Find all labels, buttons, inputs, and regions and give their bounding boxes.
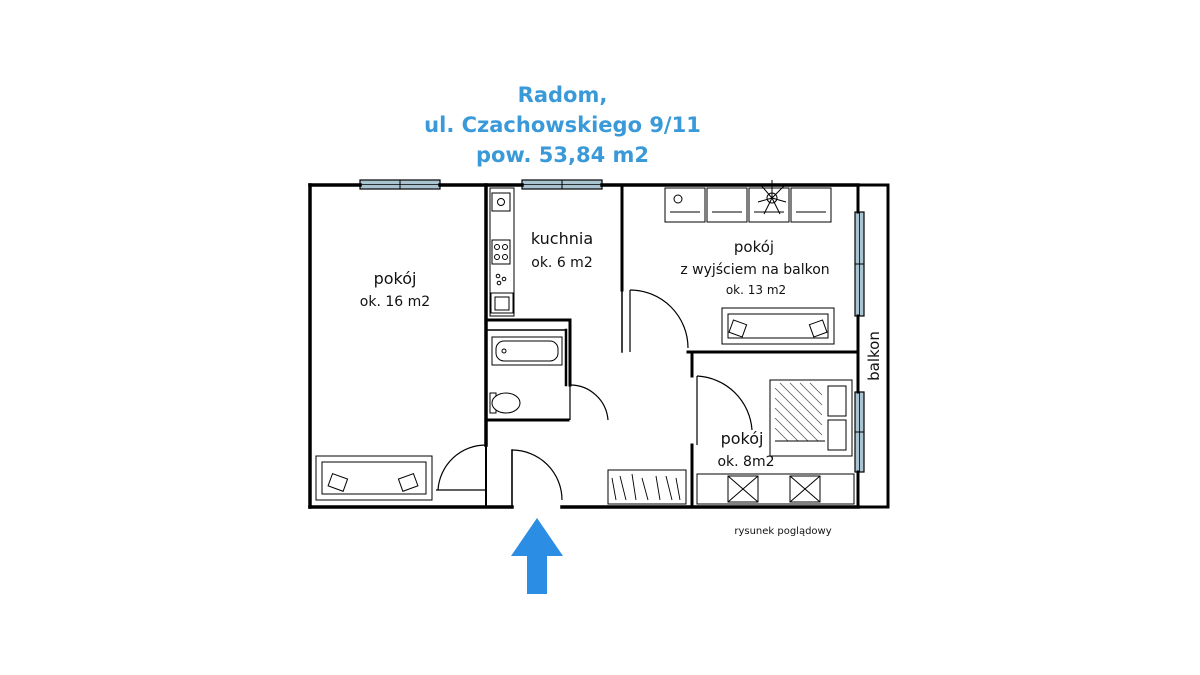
furniture — [315, 180, 855, 505]
door-bathroom — [569, 384, 609, 421]
room3-name: pokój — [721, 429, 764, 448]
plant-icon — [757, 180, 787, 215]
room2-area: ok. 13 m2 — [726, 283, 786, 297]
room1-area: ok. 16 m2 — [360, 294, 430, 310]
room1-name: pokój — [374, 269, 417, 288]
room1-sofa — [315, 455, 433, 501]
title-area: pow. 53,84 m2 — [475, 143, 650, 167]
window-room1 — [359, 179, 441, 190]
kitchen-counter — [489, 187, 515, 317]
bed — [769, 379, 853, 457]
door-room1 — [436, 444, 487, 491]
balcony-label: balkon — [865, 331, 883, 381]
bathtub — [491, 336, 563, 366]
window-balcony-lower — [854, 391, 865, 473]
room3-wardrobe — [696, 473, 855, 505]
toilet — [489, 392, 521, 414]
room2-cabinets — [664, 187, 832, 223]
door-entrance — [511, 449, 563, 507]
walls — [308, 183, 890, 509]
door-room3 — [696, 375, 753, 445]
room2-sofa — [721, 307, 835, 345]
doors — [436, 289, 753, 507]
room2-subtitle: z wyjściem na balkon — [680, 262, 829, 278]
listing-title: Radom, ul. Czachowskiego 9/11 pow. 53,84… — [0, 80, 1125, 170]
room-labels: pokój ok. 16 m2 kuchnia ok. 6 m2 pokój z… — [360, 229, 883, 537]
entrance-arrow-icon — [511, 518, 563, 594]
title-street: ul. Czachowskiego 9/11 — [424, 113, 701, 137]
title-city: Radom, — [517, 83, 608, 107]
window-balcony-upper — [854, 211, 865, 317]
kitchen-name: kuchnia — [531, 229, 593, 248]
room3-area: ok. 8m2 — [717, 454, 774, 470]
footnote: rysunek poglądowy — [734, 526, 831, 537]
kitchen-area: ok. 6 m2 — [531, 255, 592, 271]
hall-wardrobe — [607, 469, 687, 505]
door-room2 — [629, 289, 689, 352]
window-kitchen — [521, 179, 603, 190]
room2-name: pokój — [734, 238, 774, 256]
